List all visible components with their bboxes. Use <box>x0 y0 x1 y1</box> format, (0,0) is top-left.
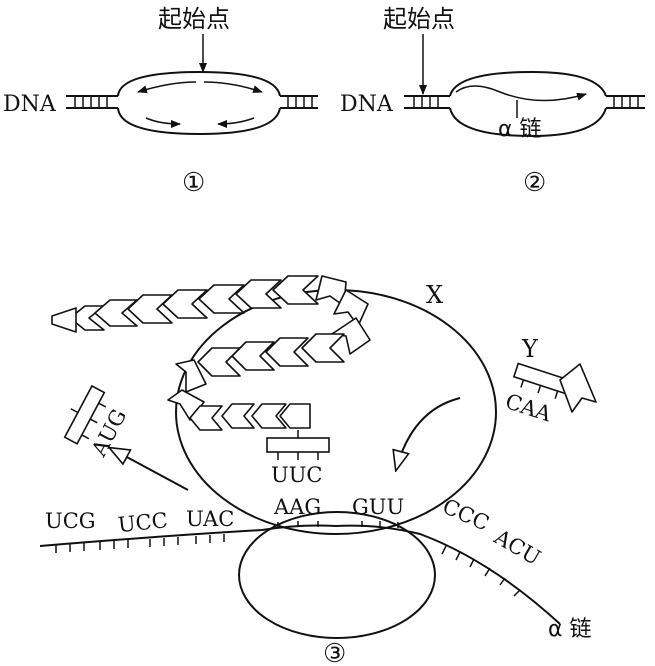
codon-5: GUU <box>352 495 404 519</box>
trna-left-exiting: AUG <box>63 384 189 491</box>
panel-replication: 起始点 DNA <box>3 5 318 198</box>
origin-label: 起始点 <box>158 5 230 33</box>
panel-translation: UUC X Y CAA <box>39 275 597 666</box>
panel-number-3: ③ <box>323 639 346 666</box>
alpha-chain-label: α 链 <box>548 617 592 642</box>
alpha-chain-label: α 链 <box>498 117 542 142</box>
codon-2: UCC <box>117 508 169 537</box>
new-strand-arrows <box>137 81 263 128</box>
trna-center-anticodon: UUC <box>271 463 322 487</box>
panel-number-2: ② <box>523 168 546 198</box>
codon-labels: UCG UCC UAC AAG GUU CCC ACU <box>45 494 545 570</box>
amino-acid-y <box>559 363 597 413</box>
y-label: Y <box>521 335 539 363</box>
trna-right-entering: Y CAA <box>502 335 597 427</box>
replication-bubble <box>117 70 281 136</box>
origin-label: 起始点 <box>383 5 455 33</box>
mrna-ticks <box>55 521 521 597</box>
dna-duplex-left <box>66 95 118 109</box>
panel-transcription: 起始点 DNA α 链 ② <box>340 5 645 198</box>
dna-label: DNA <box>3 92 57 117</box>
ribosome-x-label: X <box>426 281 443 309</box>
ribosome-small-subunit <box>238 511 436 639</box>
dna-duplex-left <box>404 95 450 109</box>
polypeptide-chain <box>51 275 371 431</box>
trna-movement-arrow <box>396 397 461 470</box>
trna-right-anticodon: CAA <box>502 389 554 426</box>
rna-chain-arrow <box>455 85 587 102</box>
dna-duplex-right <box>280 95 318 109</box>
transcription-bubble <box>449 70 607 138</box>
dna-duplex-right <box>606 95 645 109</box>
codon-3: UAC <box>186 507 234 531</box>
codon-1: UCG <box>45 509 96 533</box>
mrna-strand <box>39 524 561 625</box>
codon-6: CCC <box>439 494 493 536</box>
dna-label: DNA <box>340 92 394 117</box>
exit-arrow <box>110 448 189 491</box>
panel-number-1: ① <box>182 168 205 198</box>
codon-4: AAG <box>273 495 321 519</box>
codon-7: ACU <box>489 524 544 570</box>
trna-center: UUC <box>266 430 330 487</box>
